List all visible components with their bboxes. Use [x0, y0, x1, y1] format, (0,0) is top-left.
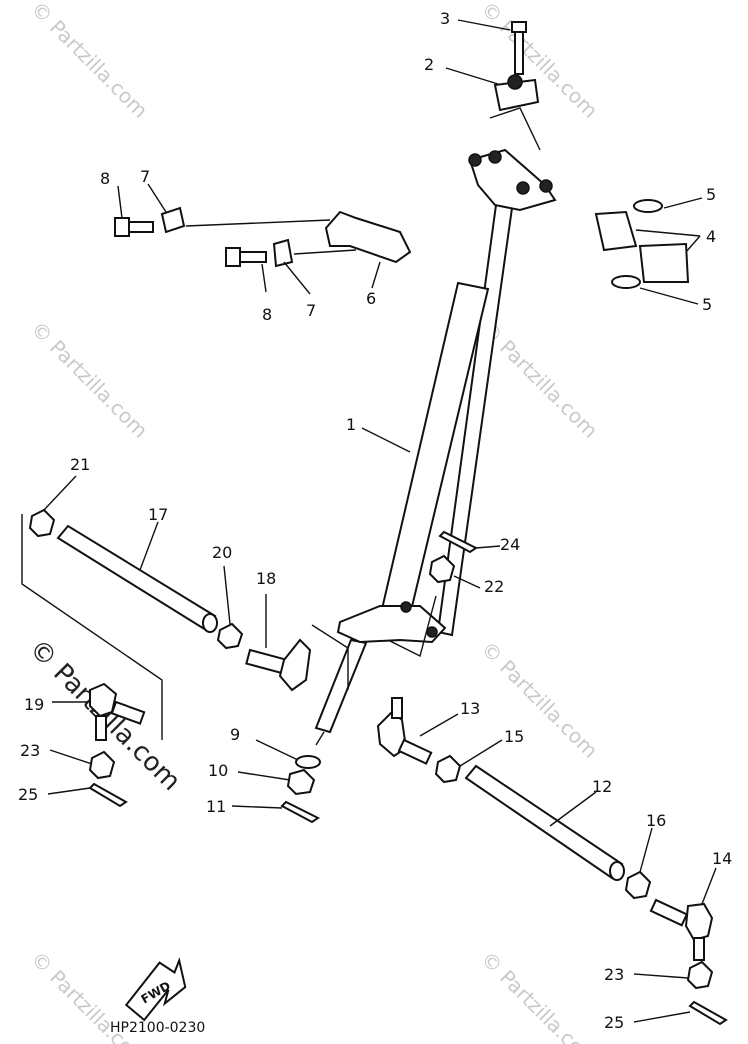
leader-lines	[43, 19, 717, 1023]
castle-nut-column	[286, 768, 316, 796]
cotter-pin-right	[688, 1000, 728, 1026]
callout-14: 14	[712, 849, 732, 868]
watermark-text: © Partzilla.com	[476, 947, 602, 1044]
callout-10: 10	[208, 761, 228, 780]
callout-3: 3	[440, 9, 450, 28]
callout-8: 8	[262, 305, 272, 324]
forward-direction-arrow: FWD	[124, 957, 187, 1022]
callout-17: 17	[148, 505, 168, 524]
cotter-pin-column	[280, 800, 320, 824]
right-tie-rod-end-inner	[376, 697, 433, 765]
castle-nut-right	[686, 960, 714, 990]
watermarks: © Partzilla.com © Partzilla.com © Partzi…	[23, 0, 603, 1044]
callout-15: 15	[504, 727, 524, 746]
column-bushing	[594, 210, 690, 283]
callout-19: 19	[24, 695, 44, 714]
pitman-arm-nut	[428, 554, 456, 584]
left-tie-rod-end-inner	[245, 638, 312, 692]
right-tie-rod-nut-outer	[624, 870, 652, 900]
callout-18: 18	[256, 569, 276, 588]
upper-column-bracket	[468, 148, 557, 212]
callout-20: 20	[212, 543, 232, 562]
left-tie-rod	[56, 524, 218, 633]
callout-24: 24	[500, 535, 520, 554]
right-tie-rod	[464, 764, 625, 881]
bushing-seal-upper	[633, 199, 663, 213]
holder-bolt-upper	[114, 217, 154, 237]
callout-4: 4	[706, 227, 716, 246]
callout-7: 7	[306, 301, 316, 320]
callout-labels: 1 2 3 4 5 5 6 7 7 8 8 9 10 11 12 13 14 1…	[18, 9, 732, 1032]
cotter-pin-left	[88, 782, 128, 808]
callout-16: 16	[646, 811, 666, 830]
callout-2: 2	[424, 55, 434, 74]
callout-25: 25	[18, 785, 38, 804]
assembly-guide-lines	[21, 107, 541, 740]
callout-5: 5	[706, 185, 716, 204]
lock-washer-lower	[272, 238, 294, 268]
callout-23: 23	[604, 965, 624, 984]
callout-21: 21	[70, 455, 90, 474]
watermark-text: © Partzilla.com	[476, 317, 602, 443]
callout-9: 9	[230, 725, 240, 744]
callout-25: 25	[604, 1013, 624, 1032]
column-holder	[324, 210, 412, 264]
castle-nut-left	[88, 750, 116, 780]
callout-22: 22	[484, 577, 504, 596]
holder-bolt-lower	[225, 247, 267, 267]
left-tie-rod-nut-outer	[28, 508, 56, 538]
watermark-text: © Partzilla.com	[26, 317, 152, 443]
callout-8: 8	[100, 169, 110, 188]
callout-13: 13	[460, 699, 480, 718]
left-tie-rod-end-outer	[89, 682, 146, 741]
callout-1: 1	[346, 415, 356, 434]
callout-6: 6	[366, 289, 376, 308]
callout-11: 11	[206, 797, 226, 816]
callout-5: 5	[702, 295, 712, 314]
callout-7: 7	[140, 167, 150, 186]
left-tie-rod-nut-inner	[216, 622, 244, 650]
holder-bolt	[511, 21, 527, 75]
callout-12: 12	[592, 777, 612, 796]
steering-column-shaft	[314, 203, 514, 746]
bushing-seal-lower	[611, 275, 641, 289]
washer-column	[295, 755, 321, 769]
lock-washer-upper	[160, 206, 186, 234]
callout-23: 23	[20, 741, 40, 760]
right-tie-rod-nut-inner	[434, 754, 462, 784]
handlebar-holder	[493, 74, 540, 112]
watermark-text: © Partzilla.com	[26, 0, 152, 123]
right-tie-rod-end-outer	[649, 898, 714, 961]
watermark-text: © Partzilla.com	[476, 0, 602, 123]
drawing-code: HP2100-0230	[110, 1020, 205, 1036]
lower-pitman-arm	[336, 601, 447, 644]
